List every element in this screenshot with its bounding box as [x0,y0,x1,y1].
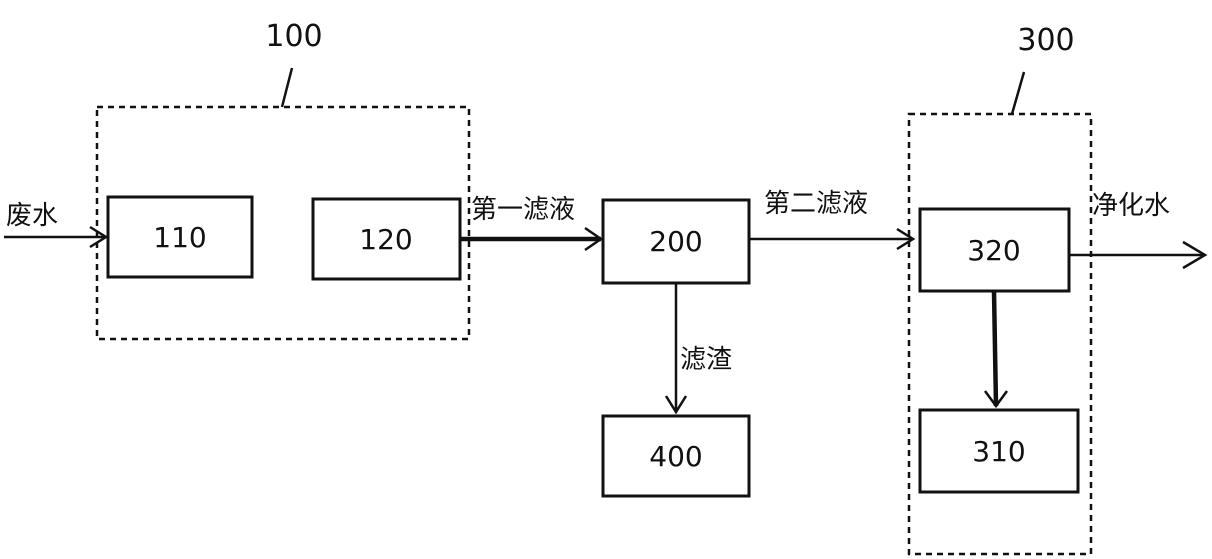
box-310-label: 310 [972,435,1025,468]
box-320-to-310-arrow-line [991,290,999,407]
group-100-frame [95,105,471,341]
group-300-frame [907,112,1093,556]
group-300-leader [1010,71,1026,115]
group-100-label: 100 [265,19,322,54]
box-120-label: 120 [359,223,412,256]
filter-residue-arrowhead [664,395,688,415]
box-310 [918,408,1080,494]
box-120 [311,197,462,281]
group-100-leader [280,67,294,108]
box-200-label: 200 [649,225,702,258]
group-300-label: 300 [1017,23,1074,58]
second-filtrate-arrowhead [896,227,916,251]
box-400 [601,414,751,498]
box-200 [601,198,751,285]
box-320-label: 320 [967,234,1020,267]
waste-water-label: 废水 [6,201,58,231]
filter-residue-label: 滤渣 [680,345,732,375]
second-filtrate-label: 第二滤液 [764,189,868,219]
box-110-label: 110 [153,221,206,254]
box-400-label: 400 [649,440,702,473]
first-filtrate-arrowhead [584,226,604,252]
box-110 [106,195,254,279]
first-filtrate-label: 第一滤液 [471,195,575,225]
purified-water-label: 净化水 [1092,191,1170,221]
box-320-to-310-arrowhead [983,390,1009,409]
purified-water-arrowhead [1182,240,1208,270]
waste-water-arrowhead [89,225,109,249]
